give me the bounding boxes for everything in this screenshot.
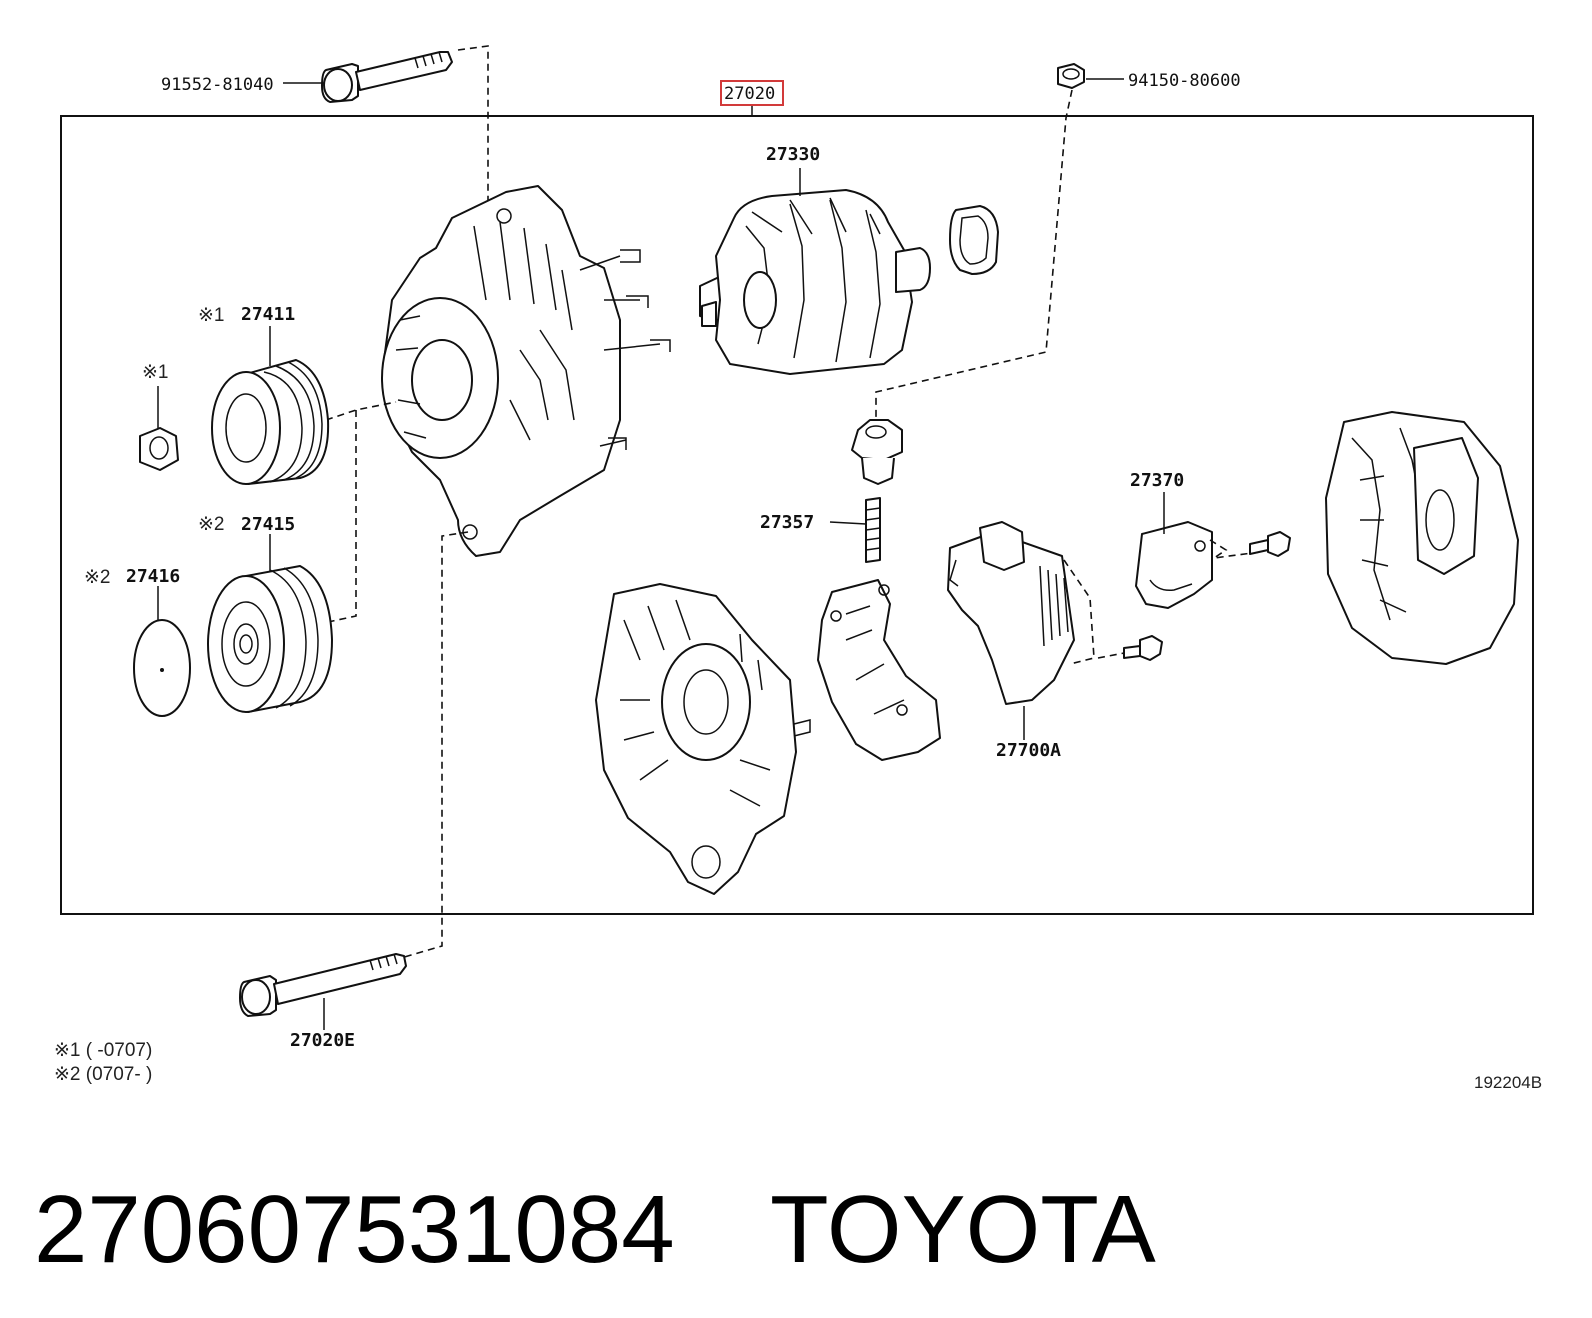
label-nut-top: 94150-80600 [1128,71,1241,91]
mark-pulley1: ※1 [198,305,225,326]
rectifier-end-frame-icon [595,583,811,895]
assembly-frame [60,115,1534,915]
nut-top-icon [1057,63,1085,89]
pulley-27411-icon [211,359,330,485]
label-rotor: 27330 [766,144,820,165]
mark-cap: ※2 [84,567,111,588]
mark-nut-left: ※1 [142,362,169,383]
bolt-top-icon [321,51,453,103]
retainer-icon [851,419,903,485]
label-cap: 27416 [126,566,180,587]
terminal-icon [1135,521,1213,609]
label-regulator: 27700A [996,740,1061,761]
part-number: 27060753108​4 [34,1176,675,1283]
pulley-27415-icon [207,565,333,713]
ring-icon [949,205,999,275]
bolt-bottom-icon [239,953,407,1017]
label-terminal: 27370 [1130,470,1184,491]
brush-holder-icon [817,497,941,761]
regulator-icon [947,521,1075,705]
label-bolt-bottom: 27020E [290,1030,355,1051]
note-2: ※2 (0707- ) [54,1064,152,1085]
note-1: ※1 ( -0707) [54,1040,152,1061]
diagram-ref-code: 192204B [1474,1073,1542,1092]
nut-left-icon [139,427,179,471]
brand: TOYOTA [770,1176,1156,1283]
label-brush-holder: 27357 [760,512,814,533]
label-bolt-top: 91552-81040 [161,75,274,95]
drive-end-frame-icon [381,185,671,557]
screw-terminal-icon [1249,531,1291,557]
rotor-icon [699,189,931,375]
rear-cover-icon [1325,411,1519,665]
assembly-highlight-box [720,80,784,106]
label-pulley2: 27415 [241,514,295,535]
screw-regulator-icon [1123,635,1163,661]
label-assembly: 27020 [724,84,775,104]
cap-27416-icon [133,619,191,717]
label-pulley1: 27411 [241,304,295,325]
mark-pulley2: ※2 [198,514,225,535]
